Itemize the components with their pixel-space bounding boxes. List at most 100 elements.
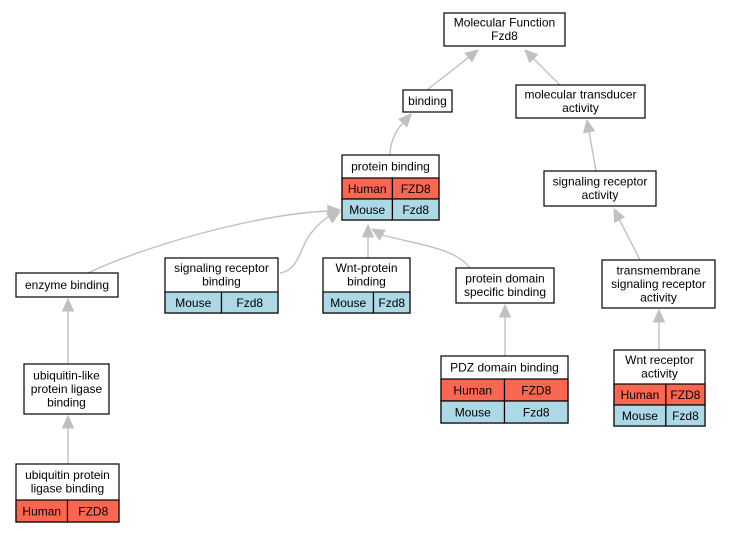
arrowhead: [613, 207, 626, 223]
edge-protein-domain-specific-binding-to-protein-binding: [370, 228, 471, 269]
gene-cell: [220, 291, 279, 314]
node-label-line: Fzd8: [491, 29, 518, 43]
node-binding: binding: [402, 89, 453, 113]
gene-label: Fzd8: [236, 296, 263, 310]
species-label: Mouse: [349, 203, 385, 217]
node-label-line: specific binding: [464, 285, 546, 299]
node-label-line: Wnt-protein: [335, 261, 397, 275]
node-box: [443, 12, 566, 47]
node-label-line: Molecular Function: [454, 16, 555, 30]
node-label-line: signaling receptor: [174, 261, 269, 275]
gene-label: FZD8: [401, 182, 431, 196]
gene-label: Fzd8: [672, 409, 699, 423]
edge-ubiquitin-like-protein-ligase-binding-to-enzyme-binding: [61, 297, 75, 364]
gene-cell: [372, 291, 411, 314]
node-box: [23, 363, 110, 415]
node-label-line: binding: [347, 275, 386, 289]
species-label: Mouse: [622, 409, 658, 423]
edge-signaling-receptor-binding-to-protein-binding: [279, 211, 342, 274]
node-enzyme-binding: enzyme binding: [15, 272, 119, 298]
node-label-line: protein domain: [465, 272, 544, 286]
gene-cell: [503, 400, 569, 424]
arrowhead: [652, 308, 666, 323]
arrowhead: [61, 297, 75, 312]
node-label-line: activity: [641, 367, 678, 381]
node-label-line: binding: [47, 395, 86, 409]
node-label-line: Wnt receptor: [625, 353, 694, 367]
edge-ubiquitin-protein-ligase-binding-to-ubiquitin-like-protein-ligase-binding: [61, 414, 75, 464]
gene-label: Fzd8: [523, 406, 550, 420]
arrowhead: [61, 414, 75, 429]
gene-row-mouse: Mouse Fzd8: [164, 291, 279, 314]
edge-signaling-receptor-activity-to-molecular-transducer-activity: [582, 118, 597, 172]
gene-cell: [391, 198, 440, 221]
gene-row-human: Human FZD8: [341, 177, 440, 200]
species-label: Human: [348, 182, 387, 196]
gene-label: Fzd8: [402, 203, 429, 217]
node-label-line: protein ligase: [31, 382, 103, 396]
node-label-line: ligase binding: [31, 482, 104, 496]
gene-row-mouse: Mouse Fzd8: [440, 400, 569, 424]
gene-label: FZD8: [670, 388, 700, 402]
species-label: Human: [22, 505, 61, 519]
node-label-line: activity: [562, 101, 599, 115]
arrowhead: [524, 49, 539, 64]
gene-cell: [665, 404, 706, 427]
edge-transmembrane-signaling-receptor-activity-to-signaling-receptor-activity: [613, 207, 641, 261]
arrowhead: [361, 223, 375, 238]
node-box: [15, 272, 119, 298]
arrowhead: [326, 211, 342, 224]
node-box: [543, 170, 657, 207]
species-label: Mouse: [175, 296, 211, 310]
edge-line: [426, 55, 471, 91]
node-label-line: ubiquitin protein: [25, 468, 110, 482]
gene-label: FZD8: [521, 384, 551, 398]
species-label: Mouse: [455, 406, 491, 420]
edge-molecular-transducer-activity-to-molecular-function: [524, 49, 561, 86]
node-label-line: ubiquitin-like: [33, 368, 100, 382]
node-label-line: molecular transducer: [524, 88, 636, 102]
edge-line: [617, 217, 641, 261]
node-box: [515, 84, 646, 119]
node-label-line: PDZ domain binding: [450, 360, 559, 374]
node-box: [601, 259, 716, 309]
node-label-line: activity: [582, 188, 619, 202]
gene-row-mouse: Mouse Fzd8: [341, 198, 440, 221]
arrowhead: [397, 113, 412, 128]
node-label-line: protein binding: [351, 159, 430, 173]
arrowhead: [464, 49, 479, 63]
arrowhead: [370, 228, 386, 241]
edge-line: [588, 129, 597, 172]
edge-protein-binding-to-binding: [389, 113, 412, 156]
node-box: [402, 89, 453, 113]
arrowhead: [498, 303, 512, 318]
node-label-line: enzyme binding: [25, 278, 109, 292]
node-label-line: signaling receptor: [553, 175, 648, 189]
species-label: Human: [453, 384, 492, 398]
node-label-line: binding: [408, 94, 447, 108]
edge-wnt-protein-binding-to-protein-binding: [361, 223, 375, 258]
species-label: Mouse: [330, 296, 366, 310]
edge-line: [381, 234, 471, 269]
edge-wnt-receptor-activity-to-transmembrane-signaling-receptor-activity: [652, 308, 666, 350]
node-label-line: activity: [640, 290, 677, 304]
node-label-line: binding: [202, 275, 241, 289]
node-box: [455, 267, 555, 304]
node-label-line: signaling receptor: [611, 277, 706, 291]
